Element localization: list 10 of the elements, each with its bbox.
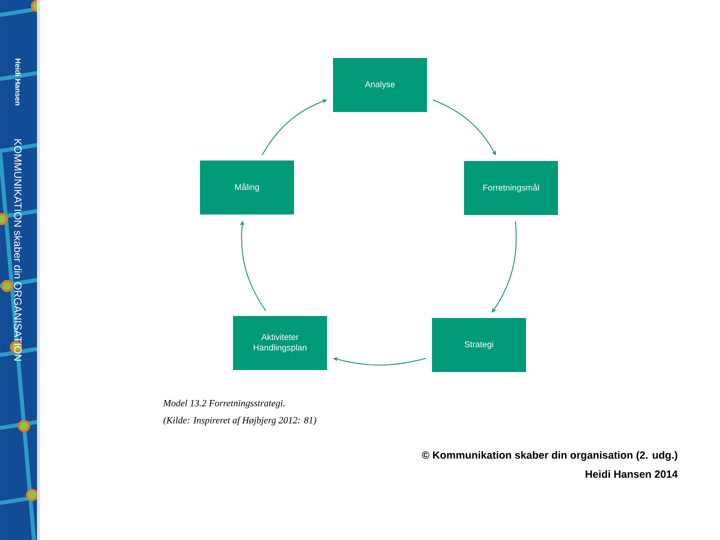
process-box: Måling <box>200 160 294 214</box>
process-box: Strategi <box>432 318 526 372</box>
source-note: (Kilde: Inspireret af Højbjerg 2012: 81) <box>164 416 316 426</box>
process-box: Forretningsmål <box>464 161 558 215</box>
copyright-note: © Kommunikation skaber din organisation (2. udg.) <box>422 451 678 461</box>
process-box: Analyse <box>333 58 427 112</box>
book-title: KOMMUNIKATION skaber din ORGANISATION <box>14 139 22 361</box>
figure-caption: Model 13.2 Forretningsstrategi. <box>163 400 284 408</box>
process-box: Aktiviteter Handlingsplan <box>233 316 327 370</box>
copyright-note: Heidi Hansen 2014 <box>586 470 678 478</box>
